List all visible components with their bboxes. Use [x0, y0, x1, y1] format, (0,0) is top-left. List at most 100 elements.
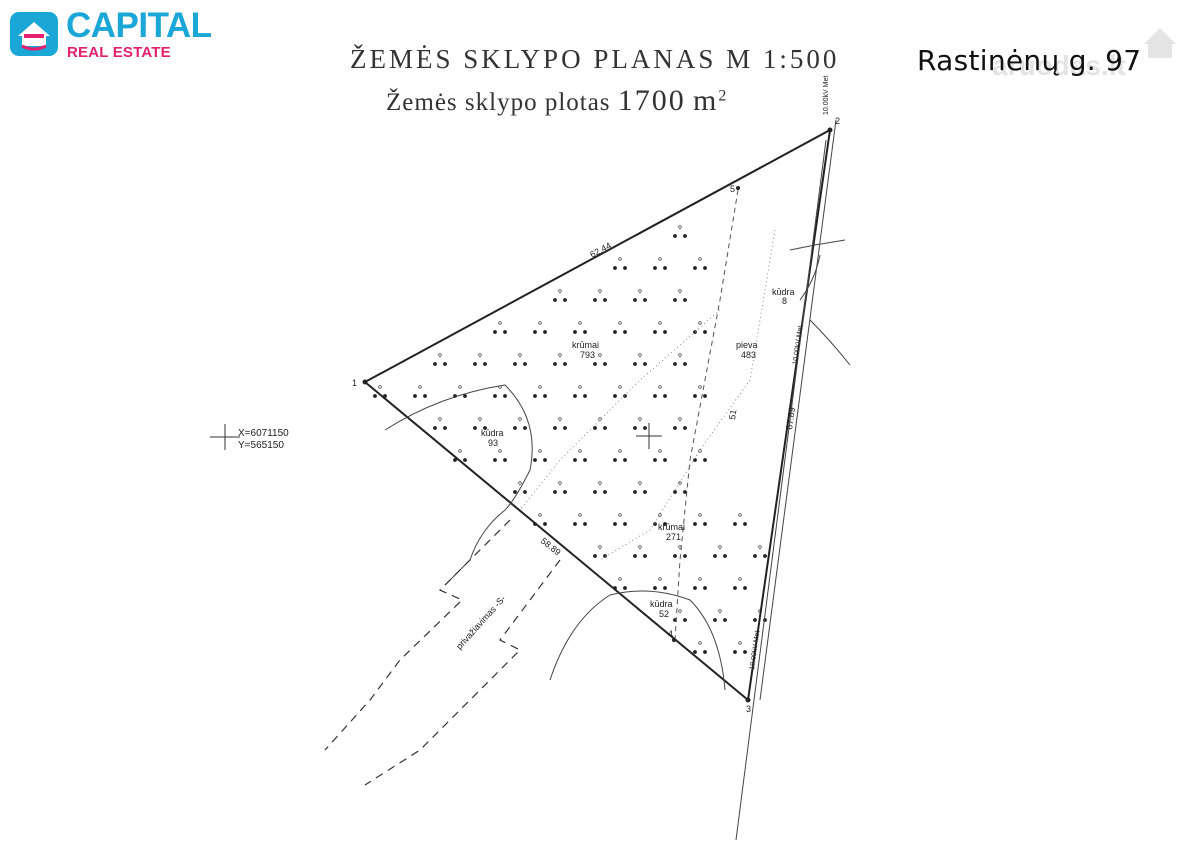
shrub-symbol-dot: [598, 353, 602, 357]
shrub-symbol-dot: [718, 609, 722, 613]
power-line-label-2: 10.00kV Met: [792, 325, 804, 365]
shrub-symbol-dot: [613, 330, 617, 334]
shrub-symbol-dot: [563, 298, 567, 302]
shrub-symbol-dot: [663, 330, 667, 334]
vertex-4: 4: [668, 629, 673, 639]
shrub-symbol-dot: [738, 577, 742, 581]
shrub-symbol-dot: [603, 426, 607, 430]
shrub-symbol-dot: [618, 449, 622, 453]
shrub-symbol-dot: [453, 458, 457, 462]
shrub-symbol-dot: [478, 417, 482, 421]
shrub-symbol-dot: [738, 641, 742, 645]
shrub-symbol-dot: [543, 458, 547, 462]
shrub-symbol-dot: [543, 330, 547, 334]
logo-tagline: REAL ESTATE: [67, 44, 171, 61]
shrub-symbol-dot: [523, 362, 527, 366]
vertex-marker-3: [745, 697, 751, 703]
shrub-symbol-dot: [753, 554, 757, 558]
shrub-symbol-dot: [678, 353, 682, 357]
edge-62-44: 62.44: [588, 240, 613, 259]
plot-boundary: [363, 128, 832, 702]
shrub-symbol-dot: [443, 362, 447, 366]
shrub-symbol-dot: [623, 266, 627, 270]
shrub-symbol-dot: [658, 513, 662, 517]
shrub-symbol-dot: [743, 650, 747, 654]
shrub-symbol-dot: [743, 586, 747, 590]
shrub-symbol-dot: [533, 458, 537, 462]
shrub-symbol-dot: [563, 362, 567, 366]
access-road-1: [324, 519, 511, 751]
shrub-symbol-dot: [613, 394, 617, 398]
shrub-symbol-dot: [538, 385, 542, 389]
shrub-symbol-dot: [483, 362, 487, 366]
pond-8: [789, 239, 851, 366]
shrub-symbol-dot: [623, 586, 627, 590]
shrub-symbol-dot: [478, 353, 482, 357]
shrub-symbol-dot: [563, 490, 567, 494]
shrub-symbol-dot: [653, 394, 657, 398]
shrub-symbol-dot: [663, 522, 667, 526]
plan-title: ŽEMĖS SKLYPO PLANAS M 1:500: [350, 44, 840, 74]
coord-y: Y=565150: [238, 440, 284, 451]
shrub-symbol-dot: [503, 394, 507, 398]
shrub-symbol-dot: [703, 586, 707, 590]
shrub-symbol-dot: [558, 481, 562, 485]
shrub-symbol-dot: [638, 417, 642, 421]
shrub-symbol-dot: [643, 554, 647, 558]
shrub-symbol-dot: [673, 554, 677, 558]
shrub-symbol-dot: [473, 426, 477, 430]
shrub-symbol-dot: [678, 225, 682, 229]
shrub-symbol-dot: [703, 650, 707, 654]
shrub-symbol-dot: [603, 362, 607, 366]
shrub-symbol-dot: [693, 266, 697, 270]
shrub-symbol-dot: [653, 266, 657, 270]
shrub-symbol-dot: [703, 266, 707, 270]
shrub-symbol-dot: [458, 385, 462, 389]
shrub-symbol-dot: [613, 266, 617, 270]
shrub-symbol-dot: [723, 554, 727, 558]
vertex-marker-1: [362, 379, 368, 385]
shrub-symbol-dot: [638, 545, 642, 549]
shrub-symbol-dot: [563, 426, 567, 430]
shrub-symbol-dot: [693, 394, 697, 398]
shrub-boundary: [519, 309, 721, 511]
parcel-area-shrubs-271: 271: [666, 532, 681, 542]
shrub-symbol-dot: [633, 298, 637, 302]
shrub-symbol-dot: [373, 394, 377, 398]
area-unit-power: 2: [718, 87, 728, 105]
shrub-symbol-dot: [663, 586, 667, 590]
shrub-symbol-dot: [638, 353, 642, 357]
shrub-symbol-dot: [673, 426, 677, 430]
shrub-symbol-dot: [613, 522, 617, 526]
edge-58-89: 58.89: [539, 536, 563, 558]
shrub-symbol-dot: [653, 330, 657, 334]
shrub-symbol-dot: [693, 522, 697, 526]
shrub-symbol-dot: [633, 490, 637, 494]
shrub-symbol-dot: [643, 298, 647, 302]
shrub-symbol-dot: [493, 394, 497, 398]
shrub-symbol-dot: [618, 321, 622, 325]
shrub-symbol-dot: [583, 458, 587, 462]
shrub-symbol-dot: [413, 394, 417, 398]
shrub-symbol-dot: [553, 490, 557, 494]
shrub-symbol-dot: [698, 321, 702, 325]
power-line-2: [759, 119, 837, 701]
shrub-symbol-dot: [458, 449, 462, 453]
vertex-5: 5: [730, 184, 735, 194]
parcel-name-pond-8: kūdra: [772, 287, 795, 297]
shrub-symbol-dot: [643, 362, 647, 366]
shrub-symbol-dot: [598, 481, 602, 485]
shrub-symbol-dot: [658, 385, 662, 389]
shrub-symbol-dot: [703, 458, 707, 462]
parcel-area-meadow-483: 483: [741, 350, 756, 360]
shrub-symbol-dot: [653, 586, 657, 590]
area-value: 1700: [617, 84, 686, 117]
shrub-symbol-dot: [638, 289, 642, 293]
edge-67-89: 67.89: [784, 407, 797, 431]
shrub-symbol-dot: [678, 609, 682, 613]
shrub-symbol-dot: [463, 458, 467, 462]
shrub-symbol-dot: [543, 522, 547, 526]
shrub-symbol-dot: [718, 545, 722, 549]
inner-divider: [674, 189, 739, 641]
